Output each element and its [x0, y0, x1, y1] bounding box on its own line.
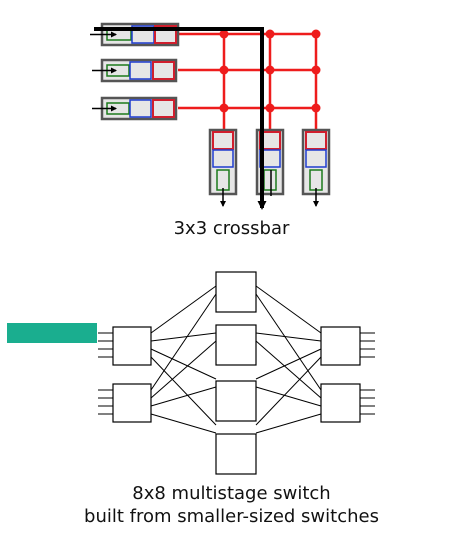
switch-stage2-c	[215, 380, 257, 422]
input-buffer-2	[100, 58, 178, 83]
input-buffer-3	[100, 96, 178, 121]
crosspoint	[311, 103, 321, 113]
interconnect-left	[150, 285, 217, 434]
interconnect-right	[255, 285, 322, 434]
crosspoint	[311, 29, 321, 39]
switch-stage3-a	[320, 326, 361, 366]
crosspoints	[219, 29, 321, 113]
switch-stage1-a	[112, 326, 152, 366]
crossbar-diagram	[90, 22, 331, 210]
crossbar-caption: 3x3 crossbar	[173, 218, 290, 239]
crosspoint	[219, 65, 229, 75]
crosspoint	[219, 29, 229, 39]
crossbar-grid	[178, 32, 318, 133]
input-ports	[98, 332, 113, 415]
multistage-diagram	[98, 271, 375, 475]
crosspoint	[311, 65, 321, 75]
crosspoint	[265, 103, 275, 113]
switch-stage2-d	[215, 433, 257, 475]
output-ports	[360, 332, 375, 415]
switch-stage2-b	[215, 324, 257, 366]
switch-elements	[112, 271, 361, 475]
multistage-caption-line1: 8x8 multistage switch	[132, 483, 331, 504]
switch-stage3-b	[320, 383, 361, 423]
crosspoint	[219, 103, 229, 113]
switch-stage1-b	[112, 383, 152, 423]
multistage-caption-line2: built from smaller-sized switches	[84, 506, 379, 527]
multistage-caption: 8x8 multistage switch built from smaller…	[0, 482, 463, 528]
output-buffer-1	[208, 128, 238, 196]
crosspoint	[265, 65, 275, 75]
highlight-bar	[7, 323, 97, 343]
active-path	[94, 27, 267, 210]
crosspoint	[265, 29, 275, 39]
switch-stage2-a	[215, 271, 257, 313]
output-buffer-3	[301, 128, 331, 196]
